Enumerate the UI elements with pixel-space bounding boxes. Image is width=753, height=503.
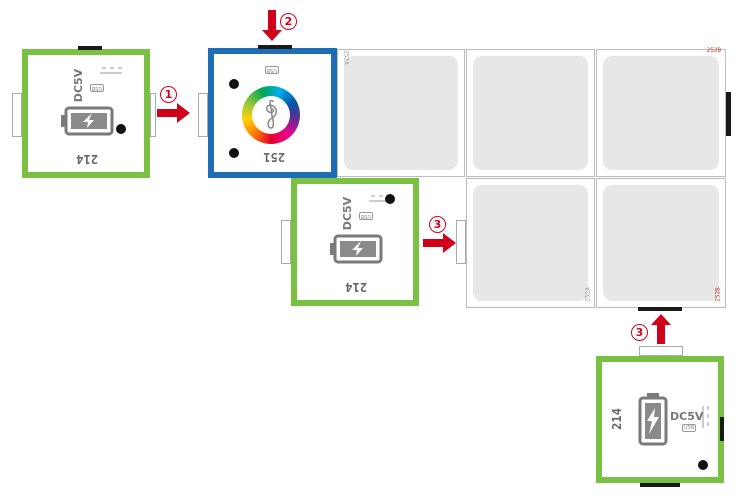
- right-connector: [150, 93, 156, 137]
- module-number: 251: [263, 150, 285, 164]
- treble-clef-icon: [266, 100, 277, 129]
- light-tile-3: 252B: [596, 47, 726, 177]
- battery-icon: [61, 106, 114, 136]
- module-number: 214: [76, 152, 98, 166]
- module-port-bottom: [640, 483, 680, 487]
- voltage-label: DC5V: [71, 68, 85, 103]
- step-badge-1: 1: [160, 86, 177, 103]
- battery-icon: [638, 393, 668, 446]
- battery-icon: [330, 234, 383, 264]
- dc-symbol-icon: [702, 406, 709, 428]
- status-dot-bottom: [229, 79, 239, 89]
- power-module-c: 214 DC5V USB: [596, 356, 724, 487]
- module-port: [720, 417, 724, 441]
- arrow-step-2: [262, 10, 282, 41]
- main-left-connector: [198, 93, 208, 137]
- module-number: 214: [345, 280, 367, 294]
- step-badge-2: 2: [280, 13, 297, 30]
- usb-label: USB: [358, 212, 373, 220]
- arrow-step-1: [157, 103, 190, 123]
- status-dot: [385, 194, 395, 204]
- color-wheel-icon: [242, 86, 300, 144]
- step-badge-3b: 3: [631, 324, 648, 341]
- power-module-b: 214 DC5V USB: [291, 178, 419, 306]
- voltage-label: DC5V: [340, 196, 354, 231]
- dc-symbol-icon: [100, 67, 122, 74]
- power-b-left-connector: [281, 220, 291, 264]
- arrow-step-3-horizontal: [423, 233, 456, 253]
- light-tile-4: 252A: [466, 178, 595, 308]
- tile-port-bottom: [638, 307, 682, 311]
- tile-port-right: [726, 92, 731, 136]
- main-controller-module: 251 USB: [208, 45, 337, 178]
- light-tile-2: [466, 49, 595, 177]
- module-number: 214: [609, 408, 624, 430]
- light-tile-1: 252A: [337, 49, 465, 177]
- usb-label: USB: [89, 84, 104, 92]
- arrow-step-3-vertical: [651, 314, 671, 344]
- power-c-top-connector: [639, 346, 683, 356]
- tile-left-connector: [456, 220, 466, 264]
- left-connector: [12, 93, 22, 137]
- voltage-label: DC5V: [670, 410, 704, 423]
- module-port: [258, 45, 292, 49]
- light-tile-5: 252B: [596, 178, 726, 308]
- usb-label: USB: [682, 424, 697, 432]
- power-module-a: 214 DC5V USB: [22, 46, 150, 178]
- status-dot: [698, 460, 708, 470]
- status-dot-top: [229, 148, 239, 158]
- status-dot: [116, 124, 126, 134]
- usb-label: USB: [264, 66, 279, 74]
- module-port: [78, 46, 102, 50]
- step-badge-3a: 3: [429, 216, 446, 233]
